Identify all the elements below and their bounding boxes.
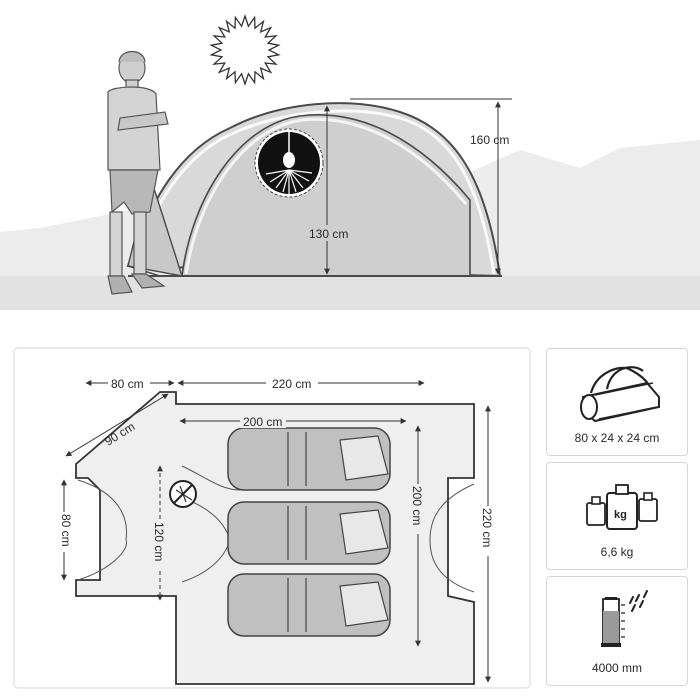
sleeping-bag	[227, 501, 391, 565]
tent-pole-outer	[130, 109, 496, 275]
person-figure	[107, 50, 169, 295]
spec-card-pack-size: 80 x 24 x 24 cm	[546, 348, 688, 456]
water-column-label: 4000 mm	[591, 661, 643, 675]
height-outer-label: 160 cm	[470, 133, 509, 147]
inner-width-label: 200 cm	[410, 486, 424, 525]
svg-text:kg: kg	[614, 509, 627, 521]
spec-card-water-column: 4000 mm	[546, 576, 688, 686]
total-length-label: 220 cm	[272, 377, 311, 391]
lamp-icon	[254, 128, 324, 198]
weights-icon: kg	[586, 484, 658, 530]
inner-length-label: 200 cm	[243, 415, 282, 429]
height-inner-label: 130 cm	[309, 227, 348, 241]
door-width-label: 120 cm	[152, 522, 166, 561]
sleeping-bag	[227, 573, 391, 637]
weight-label: 6,6 kg	[600, 545, 634, 559]
bag-icon	[580, 366, 660, 423]
spec-card-weight: kg 6,6 kg	[546, 462, 688, 570]
sun-icon	[209, 13, 281, 87]
sleeping-bag	[227, 427, 391, 491]
vestibule-width-label: 80 cm	[59, 514, 73, 547]
pack-size-label: 80 x 24 x 24 cm	[574, 431, 660, 445]
total-width-label: 220 cm	[480, 508, 494, 547]
no-mosquito-icon	[169, 480, 197, 508]
vestibule-length-label: 80 cm	[111, 377, 144, 391]
vestibule-diagonal-dimension	[65, 393, 169, 457]
water-column-icon	[601, 590, 648, 647]
ground-band	[0, 276, 700, 310]
sleeping-bags	[227, 427, 391, 637]
tent-side-view	[126, 102, 502, 278]
tent-pole-inner	[184, 117, 468, 275]
